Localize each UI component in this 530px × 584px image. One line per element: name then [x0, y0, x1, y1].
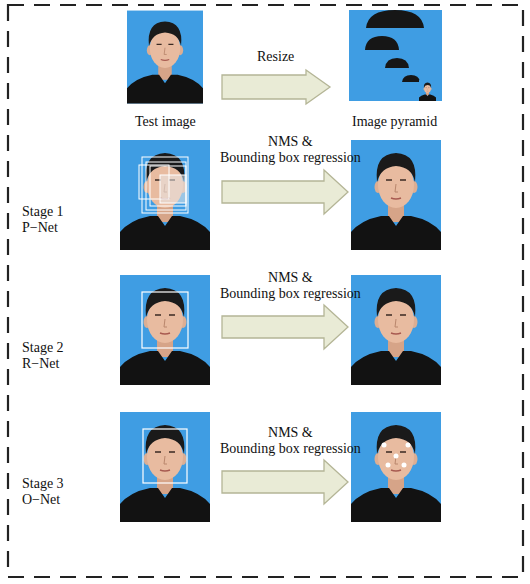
stage-photo [120, 412, 210, 522]
block-arrow [222, 305, 348, 349]
candidate-boxes [139, 157, 188, 213]
face-box [143, 429, 187, 483]
arrow-label: NMS & Bounding box regression [220, 425, 361, 457]
image-pyramid-photo [349, 10, 442, 101]
arrow-label: NMS & Bounding box regression [220, 134, 361, 166]
arrow-label: NMS & Bounding box regression [220, 270, 361, 302]
stage-photo [120, 275, 210, 385]
block-arrow [222, 460, 348, 504]
stage-label: Stage 3 O−Net [22, 476, 64, 508]
image-caption: Test image [135, 114, 196, 130]
face-box [142, 292, 188, 348]
test-photo [127, 11, 203, 104]
stage-photo [351, 275, 441, 385]
dashed-frame [8, 5, 523, 577]
image-caption: Image pyramid [352, 114, 437, 130]
arrow-label: Resize [257, 49, 294, 65]
stage-label: Stage 1 P−Net [22, 204, 64, 236]
block-arrow [222, 170, 348, 214]
stage-photo [351, 140, 441, 250]
stage-photo [120, 140, 210, 250]
stage-label: Stage 2 R−Net [22, 340, 64, 372]
block-arrow [222, 70, 330, 104]
landmark-points [382, 443, 411, 468]
stage-photo [351, 412, 441, 522]
